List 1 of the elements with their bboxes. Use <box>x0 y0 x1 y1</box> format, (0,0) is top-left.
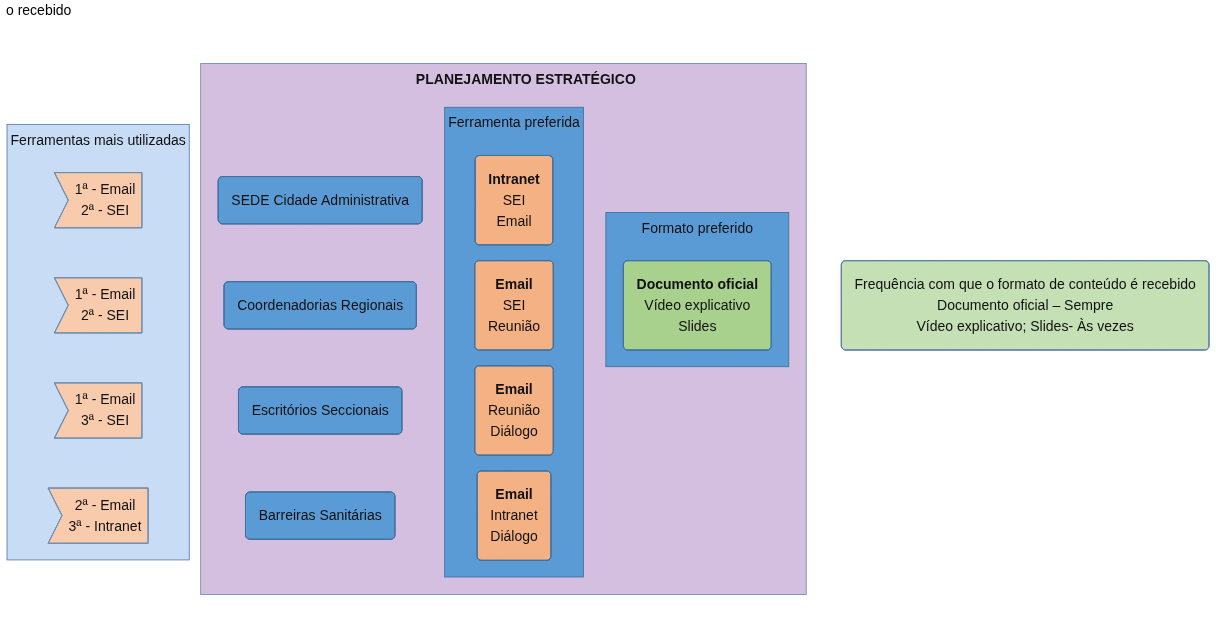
note-text: o recebido <box>6 2 72 18</box>
